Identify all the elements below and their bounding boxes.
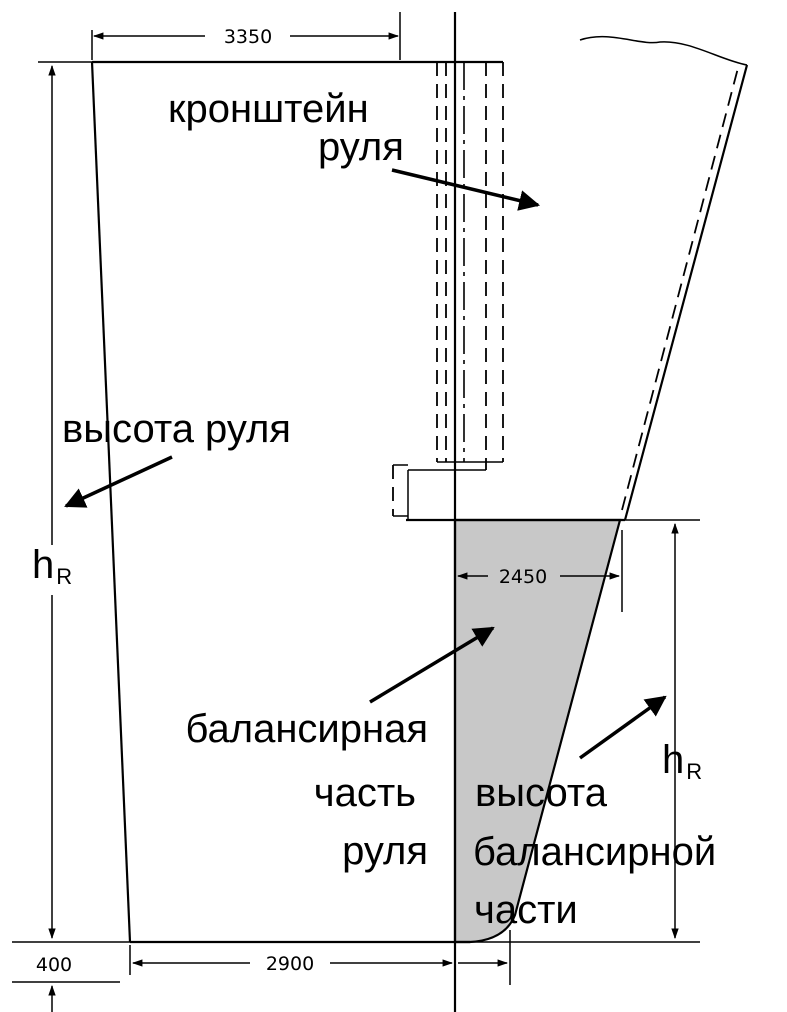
label-bracket-line2: руля (318, 125, 404, 169)
dim-top-width: 3350 (224, 26, 272, 48)
label-balance-part-line2: часть (314, 771, 416, 815)
dim-balance-width: 2450 (499, 566, 547, 588)
hull-break-line (579, 36, 748, 66)
label-balance-height-line3: части (474, 888, 578, 932)
dim-bottom-offset: 400 (36, 954, 72, 976)
dim-bottom-width: 2900 (266, 953, 314, 975)
pointer-rudder-height-arrow (64, 455, 173, 508)
h-symbol-main: hR (32, 543, 72, 589)
label-rudder-height: высота руля (62, 407, 291, 451)
pointer-bracket-arrow (391, 168, 541, 211)
label-balance-part-line1: балансирная (186, 707, 429, 751)
rudder-leading-edge (90, 61, 132, 943)
pointer-balance-part-arrow (369, 626, 495, 704)
label-balance-part-line3: руля (342, 829, 428, 873)
label-balance-height-line1: высота (475, 771, 608, 815)
label-bracket-line1: кронштейн (168, 87, 369, 131)
pointer-balance-height-arrow (578, 695, 667, 760)
bracket-inner-edge (621, 67, 739, 511)
bracket-trailing-edge (623, 64, 749, 521)
label-balance-height-line2: балансирной (473, 830, 716, 874)
h-symbol-balance: hR (662, 738, 702, 784)
